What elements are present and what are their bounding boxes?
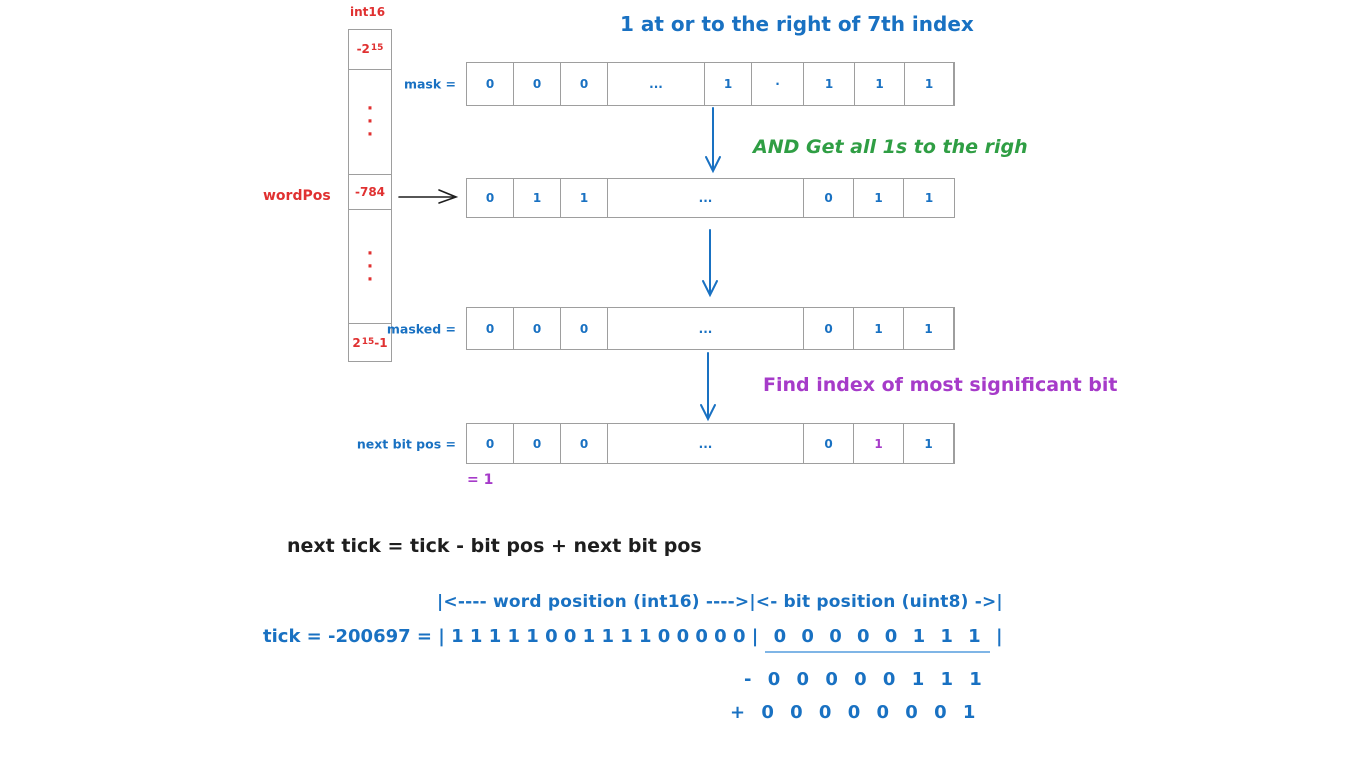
bit-cell: 1 — [924, 191, 934, 205]
mid-bar: | — [745, 626, 765, 647]
next-bit-pos-result: = 1 — [467, 472, 494, 488]
dot: · — [366, 269, 374, 290]
bit-cell: 0 — [467, 63, 514, 105]
wordpos-arrow — [398, 189, 459, 204]
bit-cell: ... — [608, 179, 804, 217]
end-bar: | — [989, 626, 1003, 647]
mask-row-label: mask = — [403, 76, 456, 92]
bit-cell: 1 — [705, 63, 752, 105]
tick-binary-line: tick = -200697 = | 1 1 1 1 1 0 0 1 1 1 1… — [263, 626, 1003, 653]
msb-annotation: Find index of most significant bit — [763, 374, 1118, 396]
bit-cell: 0 — [561, 63, 608, 105]
down-arrow-mask-to-wordpos — [705, 107, 721, 174]
bit-cell: 1 — [514, 179, 561, 217]
dot: · — [366, 243, 374, 264]
bottom-value: 2 — [352, 335, 361, 350]
bit-cell: 0 — [514, 424, 561, 463]
word-array-ellipsis-upper: · · · — [349, 70, 391, 176]
bit-cell: 1 — [854, 179, 904, 217]
dot: · — [366, 98, 374, 119]
bit-cell: 0 — [467, 179, 514, 217]
bit-cell: 1 — [804, 63, 855, 105]
bit-cell: 0 — [804, 424, 854, 463]
bit-cell: 1 — [904, 308, 954, 349]
bit-cell: 1 — [855, 63, 905, 105]
bit-cell: ... — [608, 424, 804, 463]
tick-prefix: tick = -200697 = | — [263, 626, 452, 647]
bit-cell: 0 — [467, 424, 514, 463]
bit-cell: 0 — [561, 424, 608, 463]
and-annotation: AND Get all 1s to the righ — [753, 136, 1028, 158]
word-array-ellipsis-lower: · · · — [349, 210, 391, 325]
bit-span-guide: |<---- word position (int16) ---->|<- bi… — [437, 592, 1003, 612]
dot: · — [366, 124, 374, 145]
bit-cell: 1 — [854, 308, 904, 349]
bit-cell: 1 — [561, 179, 608, 217]
top-exponent: 15 — [370, 43, 384, 54]
dot: · — [366, 256, 374, 277]
bottom-suffix: -1 — [374, 335, 388, 350]
bit-position-bits: 0 0 0 0 0 1 1 1 — [764, 626, 990, 653]
down-arrow-masked-to-nextbitpos — [700, 352, 716, 422]
title-annotation: 1 at or to the right of 7th index — [620, 12, 974, 36]
dot: · — [366, 111, 374, 132]
bit-cell: · — [752, 63, 804, 105]
bit-cell: ... — [608, 63, 705, 105]
top-value: -2 — [356, 42, 370, 57]
bit-cell: 0 — [467, 308, 514, 349]
int16-type-label: int16 — [350, 5, 386, 19]
word-array-wordpos-cell: -784 — [349, 175, 391, 210]
bit-cell: 0 — [804, 308, 854, 349]
bit-cell: 0 — [514, 63, 561, 105]
masked-row-label: masked = — [386, 321, 456, 336]
subtract-bit-pos-row: - 0 0 0 0 0 1 1 1 — [744, 669, 982, 690]
next-tick-formula: next tick = tick - bit pos + next bit po… — [287, 535, 702, 557]
bit-cell: 1 — [854, 424, 904, 463]
bit-cell: 1 — [905, 63, 954, 105]
wordpos-pointer-label: wordPos — [263, 188, 331, 204]
bit-cell: 1 — [904, 424, 954, 463]
bit-cell: 0 — [514, 308, 561, 349]
down-arrow-wordpos-to-masked — [702, 229, 718, 298]
bit-cell: ... — [608, 308, 804, 349]
add-next-bit-pos-row: + 0 0 0 0 0 0 0 1 — [730, 702, 976, 723]
next-bit-pos-row-label: next bit pos = — [356, 436, 456, 451]
bit-cell: 0 — [561, 308, 608, 349]
bottom-exponent: 15 — [361, 336, 375, 347]
word-position-bits: 1 1 1 1 1 0 0 1 1 1 1 0 0 0 0 0 — [451, 626, 746, 647]
bit-cell: 0 — [804, 179, 854, 217]
